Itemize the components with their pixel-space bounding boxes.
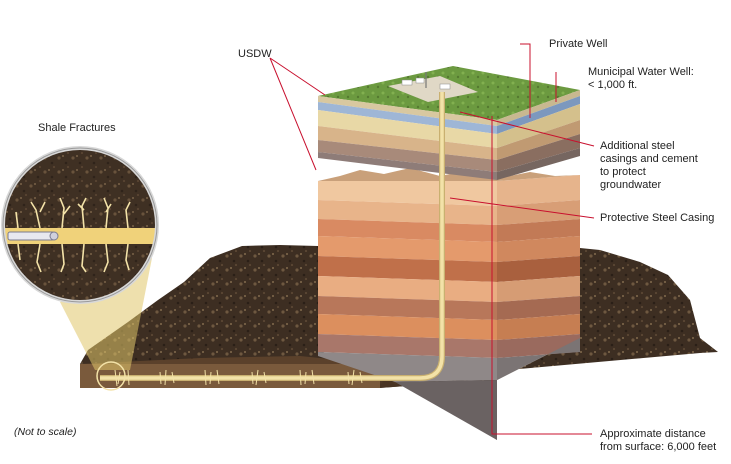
label-not-to-scale: (Not to scale) bbox=[14, 426, 76, 439]
label-approximate-distance: Approximate distance from surface: 6,000… bbox=[600, 428, 716, 454]
label-shale-fractures: Shale Fractures bbox=[38, 122, 116, 135]
label-usdw: USDW bbox=[238, 48, 272, 61]
label-private-well: Private Well bbox=[549, 38, 607, 51]
label-additional-casings: Additional steel casings and cement to p… bbox=[600, 140, 698, 192]
label-protective-steel-casing: Protective Steel Casing bbox=[600, 212, 714, 225]
lower-block bbox=[318, 168, 580, 440]
label-municipal-water-well: Municipal Water Well: < 1,000 ft. bbox=[588, 66, 694, 92]
upper-block bbox=[318, 66, 580, 180]
